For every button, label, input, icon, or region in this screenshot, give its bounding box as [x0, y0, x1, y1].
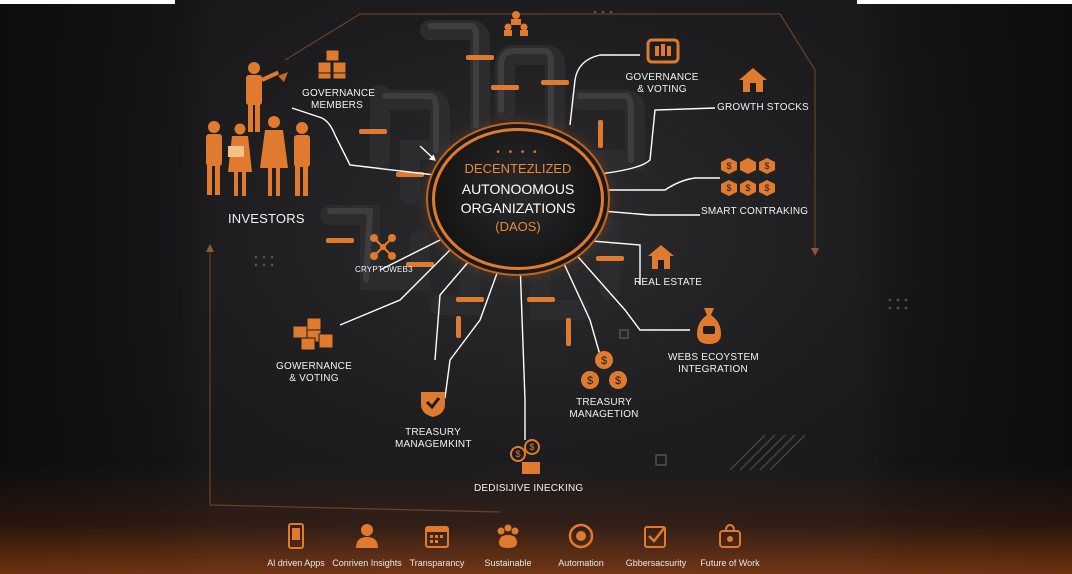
label-treasury-left: TREASURY MANAGEMKINT	[395, 427, 471, 451]
hub-title-line1: DECENTEZLIZED	[464, 161, 572, 176]
hub-title-line3: ORGANIZATIONS	[460, 200, 576, 216]
label-treasury-right-line1: TREASURY	[576, 397, 632, 408]
svg-text:$: $	[587, 375, 593, 387]
label-web3-line1: WEBS ECOYSTEM	[668, 352, 759, 363]
label-decision: DEDISIJIVE INECKING	[474, 483, 584, 494]
hub-title-line2: AUTONOOMOUS	[461, 181, 575, 197]
phone-icon	[288, 523, 304, 549]
svg-text:$: $	[515, 449, 520, 459]
feature-insights-label: Conriven Insights	[332, 558, 402, 568]
svg-text:$: $	[764, 161, 769, 171]
calendar-icon	[425, 526, 449, 548]
bottom-orange-glow	[0, 464, 1072, 574]
decor-hatch	[729, 434, 806, 471]
crypto-network-icon	[370, 234, 396, 260]
label-governance-members: GOVERNANCE MEMBERS	[302, 88, 376, 112]
label-treasury-right: TREASURY MANAGETION	[566, 397, 642, 421]
people-network-icon	[504, 11, 528, 36]
feature-insights: Conriven Insights	[317, 523, 417, 568]
bag-icon	[719, 523, 741, 548]
feature-transparency: Transparancy	[387, 523, 487, 568]
svg-text:$: $	[764, 183, 769, 193]
hub-title-line4: (DAOS)	[495, 219, 541, 234]
top-right-border	[857, 0, 1072, 4]
svg-text:$: $	[529, 442, 534, 452]
hub-dots: • • • •	[496, 147, 540, 158]
feature-future-work: Future of Work	[680, 523, 780, 568]
real-estate-house-icon	[648, 245, 674, 269]
feature-sustainable-label: Sustainable	[484, 558, 532, 568]
feature-ai-apps-label: Al driven Apps	[267, 558, 325, 568]
label-treasury-left-line2: MANAGEMKINT	[395, 439, 472, 450]
label-cryptowebs: CRYPTOWEB3	[355, 265, 413, 274]
treasury-shield-icon	[421, 392, 445, 417]
treasury-coins-icon: $ $ $	[581, 351, 627, 389]
decor-dots	[254, 10, 908, 310]
label-governance-voting-right-line1: GOVERNANCE	[625, 72, 699, 83]
investor-arrow	[278, 72, 288, 82]
governance-members-blocks-icon	[317, 49, 347, 80]
feature-automation: Automation	[531, 523, 631, 568]
label-web3: WEBS ECOYSTEM INTEGRATION	[668, 352, 759, 376]
person-icon	[356, 524, 378, 548]
svg-text:$: $	[726, 161, 731, 171]
feature-cybersecurity-label: Gbbersacsurity	[625, 558, 687, 568]
governance-voting-blocks-icon	[292, 317, 334, 351]
label-web3-line2: INTEGRATION	[678, 364, 748, 375]
label-governance-voting-right-line2: & VOTING	[637, 84, 687, 95]
feature-ai-apps: Al driven Apps	[246, 523, 346, 568]
frame-arrow-right	[811, 248, 819, 256]
feature-sustainable: Sustainable	[458, 523, 558, 568]
svg-text:$: $	[745, 183, 750, 193]
target-icon	[568, 523, 594, 549]
label-governance-voting-left: GOWERNANCE & VOTING	[274, 361, 354, 385]
dao-hub: • • • • DECENTEZLIZED AUTONOOMOUS ORGANI…	[432, 128, 604, 270]
growth-house-icon	[739, 68, 767, 92]
label-governance-members-line1: GOVERNANCE	[302, 88, 376, 99]
white-connectors	[291, 54, 720, 440]
label-governance-members-line2: MEMBERS	[311, 100, 363, 111]
checkbox-icon	[644, 526, 666, 548]
label-treasury-left-line1: TREASURY	[405, 427, 461, 438]
label-governance-voting-right: GOVERNANCE & VOTING	[624, 72, 700, 96]
svg-text:$: $	[601, 355, 607, 367]
money-bag-icon	[697, 308, 721, 344]
label-investors: INVESTORS	[228, 211, 305, 226]
decision-coins-box-icon: $$	[510, 439, 540, 474]
smart-contract-coins-icon: $ $ $ $ $	[721, 158, 775, 196]
voting-box-icon	[646, 38, 680, 64]
feature-cybersecurity: Gbbersacsurity	[606, 523, 706, 568]
top-left-border	[0, 0, 175, 4]
svg-text:$: $	[726, 183, 731, 193]
feature-transparency-label: Transparancy	[409, 558, 465, 568]
svg-text:$: $	[615, 375, 621, 387]
feature-automation-label: Automation	[558, 558, 604, 568]
label-governance-voting-left-line1: GOWERNANCE	[276, 361, 352, 372]
label-smart-contraking: SMART CONTRAKING	[701, 206, 809, 217]
frame-arrow-left	[206, 244, 214, 252]
outer-frame	[209, 13, 816, 513]
label-governance-voting-left-line2: & VOTING	[289, 373, 339, 384]
feature-future-work-label: Future of Work	[700, 558, 760, 568]
paw-icon	[497, 524, 519, 548]
label-growth-stocks: GROWTH STOCKS	[717, 102, 809, 113]
investors-people-icon	[206, 62, 310, 196]
label-real-estate: REAL ESTATE	[634, 277, 703, 288]
label-treasury-right-line2: MANAGETION	[569, 409, 639, 420]
